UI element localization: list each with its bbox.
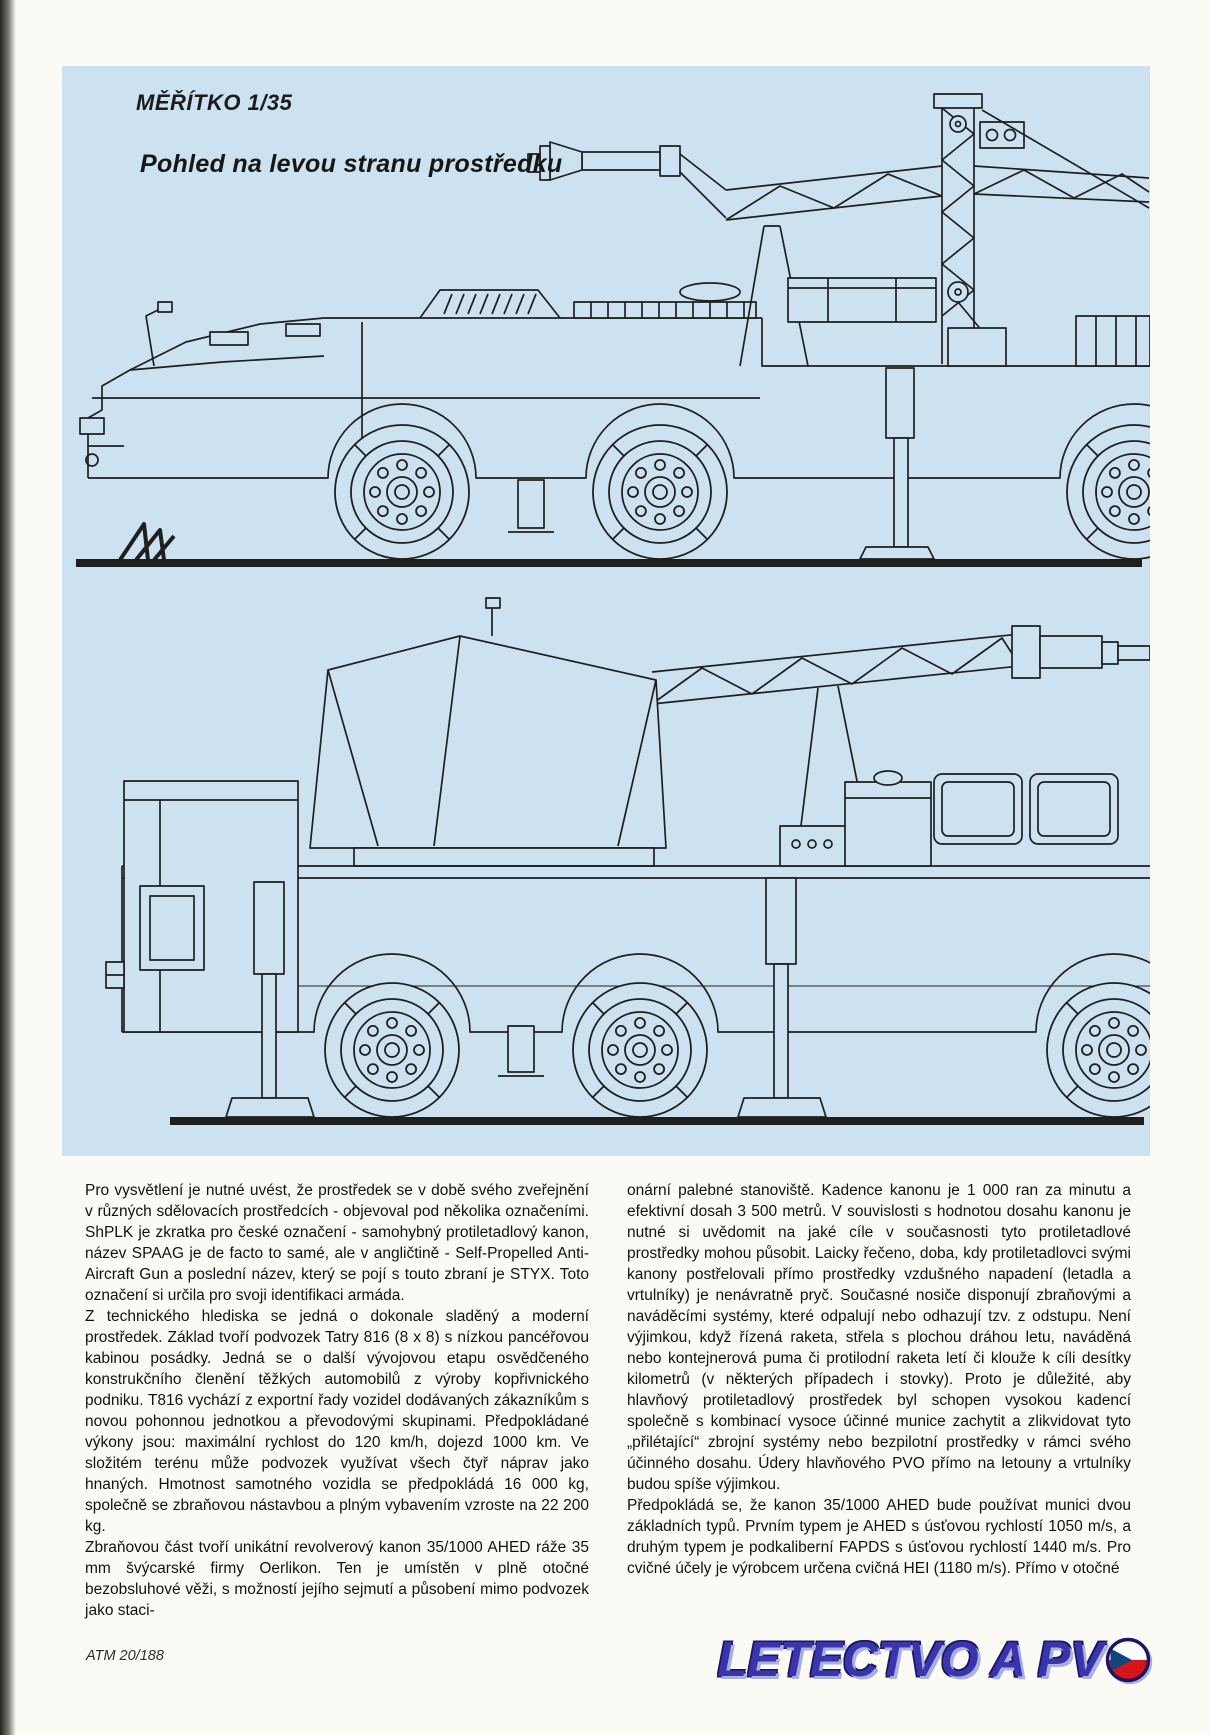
magazine-logo: LETECTVO A PV: [717, 1632, 1152, 1688]
page-edge-shadow: [0, 0, 16, 1735]
vehicle-side-view-top-drawing: [76, 93, 1150, 567]
logo-text: LETECTVO A PV: [717, 1633, 1103, 1687]
article-body: Pro vysvětlení je nutné uvést, že prostř…: [85, 1180, 1131, 1621]
czech-flag-icon: [1105, 1637, 1151, 1683]
scale-label: MĚŘÍTKO 1/35: [136, 90, 293, 115]
paragraph: Z technického hlediska se jedná o dokona…: [85, 1308, 589, 1535]
view-caption: Pohled na levou stranu prostředku: [140, 150, 563, 178]
article-column-right: onární palebné stanoviště. Kadence kanon…: [627, 1180, 1131, 1621]
paragraph: Předpokládá se, že kanon 35/1000 AHED bu…: [627, 1497, 1131, 1577]
page-number: ATM 20/188: [86, 1648, 164, 1664]
vehicle-side-view-bottom-drawing: [105, 597, 1150, 1125]
blueprint-panel: MĚŘÍTKO 1/35 Pohled na levou stranu pros…: [62, 66, 1150, 1156]
paragraph: onární palebné stanoviště. Kadence kanon…: [627, 1182, 1131, 1493]
article-column-left: Pro vysvětlení je nutné uvést, že prostř…: [85, 1180, 589, 1621]
paragraph: Zbraňovou část tvoří unikátní revolverov…: [85, 1539, 589, 1619]
paragraph: Pro vysvětlení je nutné uvést, že prostř…: [85, 1182, 589, 1304]
